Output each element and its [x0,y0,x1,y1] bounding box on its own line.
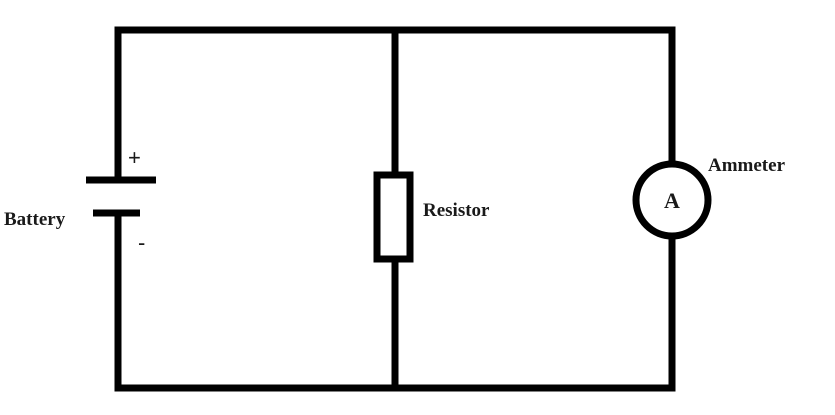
ammeter-letter: A [664,188,680,213]
battery-plus-sign: + [128,145,141,170]
battery-label: Battery [4,209,66,230]
resistor-label: Resistor [423,200,490,221]
ammeter-label: Ammeter [708,155,786,176]
battery-minus-sign: - [138,230,145,255]
ammeter-symbol [632,160,712,240]
resistor-symbol [373,171,414,263]
